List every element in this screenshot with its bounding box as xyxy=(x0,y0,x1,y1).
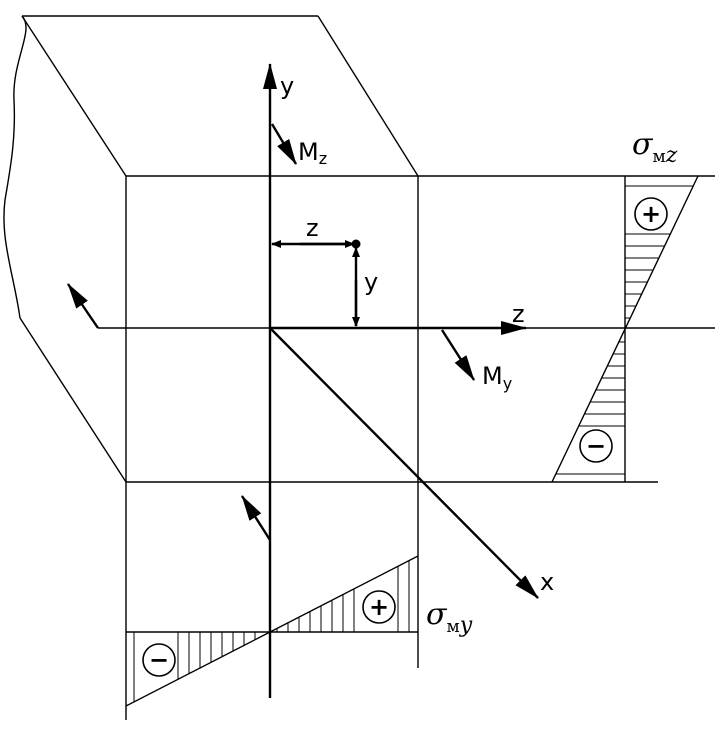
beam-edge-top-left xyxy=(21,15,127,177)
z-axis-label: z xyxy=(512,300,525,328)
sigma-mz-negative-sign: − xyxy=(586,432,606,460)
mz-label: Mz xyxy=(298,138,327,168)
point-coordinates: z y xyxy=(271,214,378,327)
sigma-my-hatching xyxy=(133,560,410,702)
beam-cut-edge xyxy=(3,15,27,319)
mz-vector-back xyxy=(67,283,99,329)
sigma-mz-slope xyxy=(551,175,699,483)
sigma-my-negative-sign: − xyxy=(149,646,169,674)
beam-edge-top-right xyxy=(317,15,419,177)
my-vector-back xyxy=(240,495,272,541)
sigma-mz-negative-circle xyxy=(579,429,613,463)
sigma-my-slope xyxy=(125,555,419,707)
z-dimension-label: z xyxy=(306,214,319,242)
sigma-my-label: σмy xyxy=(426,597,473,638)
cross-section xyxy=(98,175,715,720)
x-axis xyxy=(269,327,539,599)
sigma-my-positive-circle xyxy=(362,590,396,624)
stress-point xyxy=(351,239,361,249)
y-dimension-label: y xyxy=(364,268,378,296)
beam-edge-bottom-left xyxy=(19,317,127,483)
sigma-my-negative-circle xyxy=(142,643,176,677)
sigma-mz-label: σмz xyxy=(632,127,678,168)
moment-vectors: Mz My xyxy=(67,123,512,541)
sigma-mz-positive-circle xyxy=(634,197,668,231)
sigma-mz-positive-sign: + xyxy=(641,200,661,228)
my-vector xyxy=(440,329,476,381)
sigma-my-positive-sign: + xyxy=(369,593,389,621)
x-axis-label: x xyxy=(540,568,554,596)
y-axis-label: y xyxy=(280,72,294,100)
sigma-mz-diagram: + − σмz xyxy=(551,127,699,483)
axes: y z x xyxy=(263,63,554,698)
beam-body xyxy=(3,15,419,483)
sigma-my-diagram: + − σмy xyxy=(125,555,473,707)
mz-vector xyxy=(270,123,298,165)
sigma-mz-hatching xyxy=(555,185,694,475)
my-label: My xyxy=(482,362,512,393)
